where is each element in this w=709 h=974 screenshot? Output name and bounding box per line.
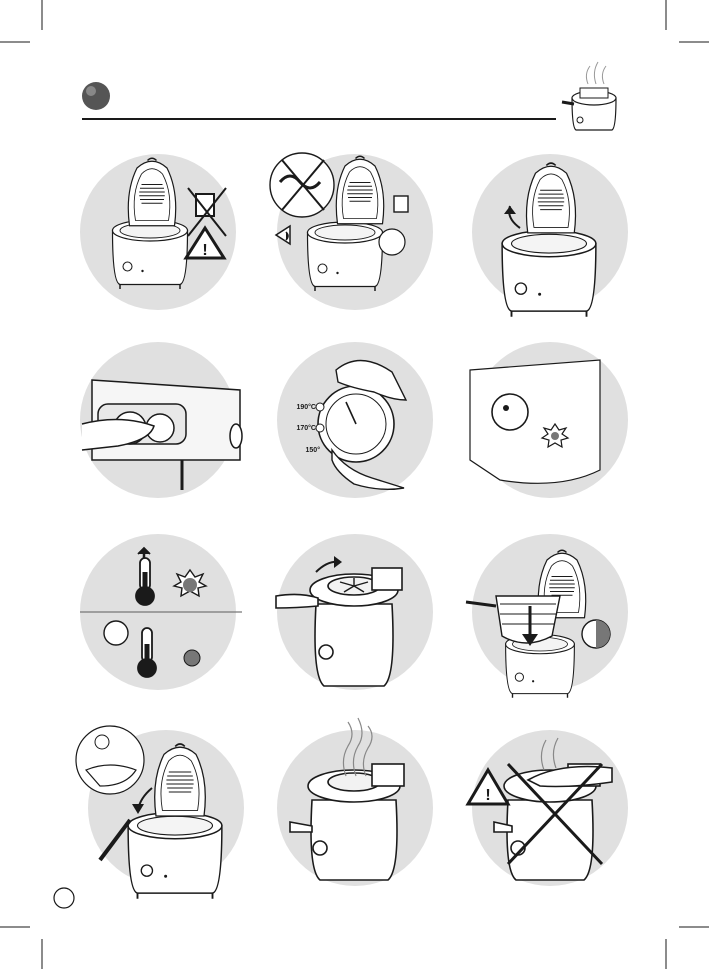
timer-icon <box>76 726 144 794</box>
svg-text:!: ! <box>485 787 490 804</box>
svg-text:!: ! <box>202 242 207 259</box>
timer-icon <box>104 621 128 645</box>
indicator-light-on-icon <box>470 360 600 483</box>
step-9-panel <box>466 534 628 698</box>
step-2-panel <box>270 153 433 310</box>
step-8-panel <box>276 534 433 690</box>
step-1-panel: ! <box>80 154 236 310</box>
step-6-panel <box>470 342 628 498</box>
step-12-panel: ! <box>468 730 628 886</box>
step-7-panel <box>80 534 242 690</box>
step-11-panel <box>277 718 433 886</box>
light-off-icon <box>184 650 200 666</box>
temp-low-label: 150° <box>306 446 321 454</box>
header <box>82 62 616 130</box>
step-3-panel <box>472 154 628 317</box>
section-bullet <box>82 82 110 110</box>
page-number-bullet <box>54 888 74 908</box>
step-5-panel: 190°C 170°C 150° <box>277 342 433 498</box>
step-10-panel <box>76 726 244 899</box>
temp-high-label: 190°C <box>296 403 316 411</box>
step-4-panel <box>80 342 242 498</box>
header-fryer-icon <box>562 62 616 130</box>
timer-icon <box>582 620 610 648</box>
temp-mid-label: 170°C <box>296 424 316 432</box>
no-coiled-cord-icon <box>270 153 334 217</box>
